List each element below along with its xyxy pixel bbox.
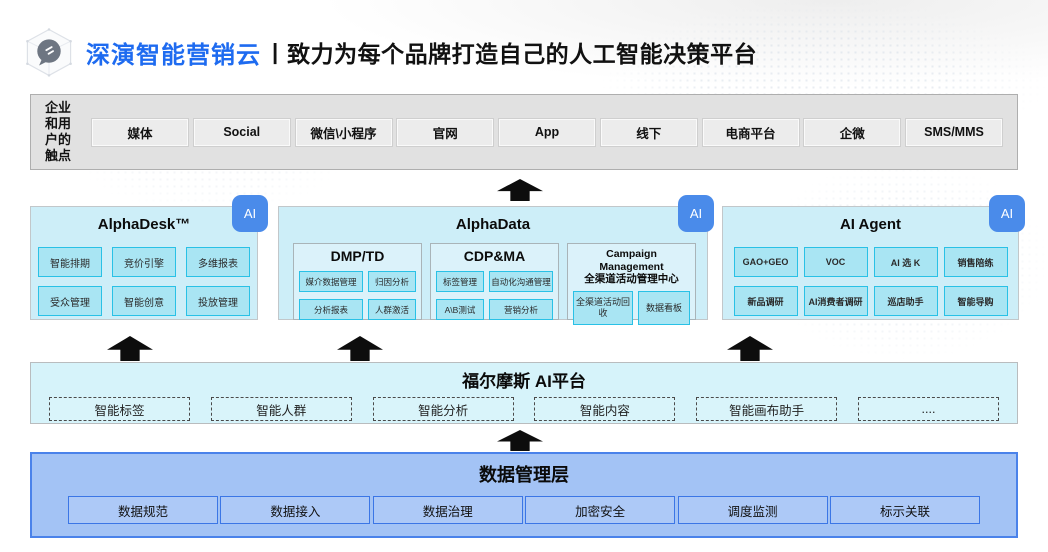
alphadata-groups: DMP/TD 媒介数据管理 归因分析 分析报表 人群激活 CDP&MA 标签管理… — [293, 243, 696, 325]
module-chip: 投放管理 — [186, 286, 250, 316]
module-chip: 媒介数据管理 — [299, 271, 363, 292]
module-chip: 营销分析 — [489, 299, 553, 320]
module-chip: 受众管理 — [38, 286, 102, 316]
module-chip: 多维报表 — [186, 247, 250, 277]
title-separator: | — [272, 39, 279, 64]
module-chip: VOC — [803, 247, 868, 277]
brand-logo-icon — [26, 28, 72, 77]
module-chip: AI消费者调研 — [803, 286, 868, 316]
capability-chip: 智能标签 — [49, 397, 190, 421]
ai-badge: AI — [678, 195, 714, 232]
group-cdp-ma: CDP&MA 标签管理 自动化沟通管理 A\B测试 营销分析 — [430, 243, 559, 320]
module-chip: A\B测试 — [436, 299, 484, 320]
capability-chip-more: .... — [857, 397, 999, 421]
touchpoint-wechat-miniprogram: 微信\小程序 — [294, 117, 393, 147]
panel-title: AlphaDesk™ — [97, 216, 191, 233]
arrow-up-icon — [497, 430, 543, 451]
brand-name: 深演智能营销云 — [86, 41, 261, 69]
ai-badge: AI — [232, 195, 268, 232]
module-chip: 新品调研 — [733, 286, 798, 316]
panel-title: AI Agent — [839, 216, 902, 233]
module-chip: 数据规范 — [68, 496, 218, 524]
module-chip: 归因分析 — [368, 271, 416, 292]
module-chip: 巡店助手 — [873, 286, 938, 316]
data-layer-modules: 数据规范 数据接入 数据治理 加密安全 调度监测 标示关联 — [68, 496, 980, 524]
touchpoints-bar: 企业和用户的触点 媒体 Social 微信\小程序 官网 App 线下 电商平台… — [30, 94, 1018, 170]
touchpoint-website: 官网 — [396, 117, 495, 147]
ai-agent-modules: GAO+GEO VOC AI 选 K 销售陪练 新品调研 AI消费者调研 巡店助… — [723, 247, 1018, 316]
capability-chip: 智能人群 — [210, 397, 352, 421]
touchpoint-app: App — [498, 117, 596, 147]
group-title: CDP&MA — [463, 248, 526, 264]
module-chip: 标示关联 — [829, 496, 980, 524]
module-chip: 标签管理 — [436, 271, 484, 292]
arrow-up-icon — [107, 336, 153, 361]
module-chip: 调度监测 — [677, 496, 828, 524]
panel-alphadata: AI AlphaData DMP/TD 媒介数据管理 归因分析 分析报表 人群激… — [278, 195, 714, 325]
panel-ai-agent: AI AI Agent GAO+GEO VOC AI 选 K 销售陪练 新品调研… — [722, 195, 1025, 320]
layer-title: 数据管理层 — [479, 465, 569, 485]
touchpoint-offline: 线下 — [599, 117, 698, 147]
module-chip: 销售陪练 — [943, 247, 1008, 277]
module-chip: 智能创意 — [112, 286, 176, 316]
module-chip: 数据接入 — [220, 496, 371, 524]
touchpoints-label: 企业和用户的触点 — [45, 99, 72, 164]
module-chip: 全渠道活动回收 — [573, 290, 633, 325]
module-chip: AI 选 K — [873, 247, 938, 277]
header: 深演智能营销云 | 致力为每个品牌打造自己的人工智能决策平台 — [22, 26, 757, 78]
arrow-up-icon — [497, 179, 543, 201]
ai-badge: AI — [989, 195, 1025, 232]
touchpoint-sms-mms: SMS/MMS — [905, 117, 1003, 147]
module-chip: 自动化沟通管理 — [489, 271, 553, 292]
capability-chip: 智能分析 — [372, 397, 514, 421]
arrow-up-icon — [337, 336, 383, 361]
touchpoint-media: 媒体 — [91, 117, 189, 147]
module-chip: GAO+GEO — [733, 247, 798, 277]
panel-title: AlphaData — [455, 216, 531, 233]
sherlock-capabilities: 智能标签 智能人群 智能分析 智能内容 智能画布助手 .... — [49, 397, 999, 421]
module-chip: 智能排期 — [38, 247, 102, 277]
capability-chip: 智能内容 — [534, 397, 676, 421]
module-chip: 竞价引擎 — [112, 247, 176, 277]
module-chip: 智能导购 — [943, 286, 1008, 316]
touchpoint-social: Social — [192, 117, 291, 147]
module-chip: 加密安全 — [525, 496, 676, 524]
touchpoint-ecommerce: 电商平台 — [701, 117, 800, 147]
group-campaign-management: Campaign Management 全渠道活动管理中心 全渠道活动回收 数据… — [567, 243, 696, 325]
alphadesk-modules: 智能排期 竞价引擎 多维报表 受众管理 智能创意 投放管理 — [31, 247, 257, 316]
layer-title: 福尔摩斯 AI平台 — [462, 372, 586, 391]
group-title: Campaign Management — [599, 248, 664, 273]
group-title: DMP/TD — [330, 248, 385, 264]
module-chip: 分析报表 — [299, 299, 363, 320]
group-subtitle: 全渠道活动管理中心 — [584, 273, 679, 286]
group-dmp-td: DMP/TD 媒介数据管理 归因分析 分析报表 人群激活 — [293, 243, 422, 320]
touchpoint-wecom: 企微 — [803, 117, 902, 147]
module-chip: 数据治理 — [372, 496, 523, 524]
module-chip: 数据看板 — [638, 290, 690, 325]
touchpoints-list: 媒体 Social 微信\小程序 官网 App 线下 电商平台 企微 SMS/M… — [91, 117, 1003, 147]
module-chip: 人群激活 — [368, 299, 416, 320]
panel-alphadesk: AI AlphaDesk™ 智能排期 竞价引擎 多维报表 受众管理 智能创意 投… — [30, 195, 268, 320]
layer-sherlock-ai-platform: 福尔摩斯 AI平台 智能标签 智能人群 智能分析 智能内容 智能画布助手 ...… — [30, 362, 1018, 424]
page-title: 致力为每个品牌打造自己的人工智能决策平台 — [287, 41, 758, 67]
layer-data-management: 数据管理层 数据规范 数据接入 数据治理 加密安全 调度监测 标示关联 — [30, 452, 1018, 538]
capability-chip: 智能画布助手 — [696, 397, 838, 421]
